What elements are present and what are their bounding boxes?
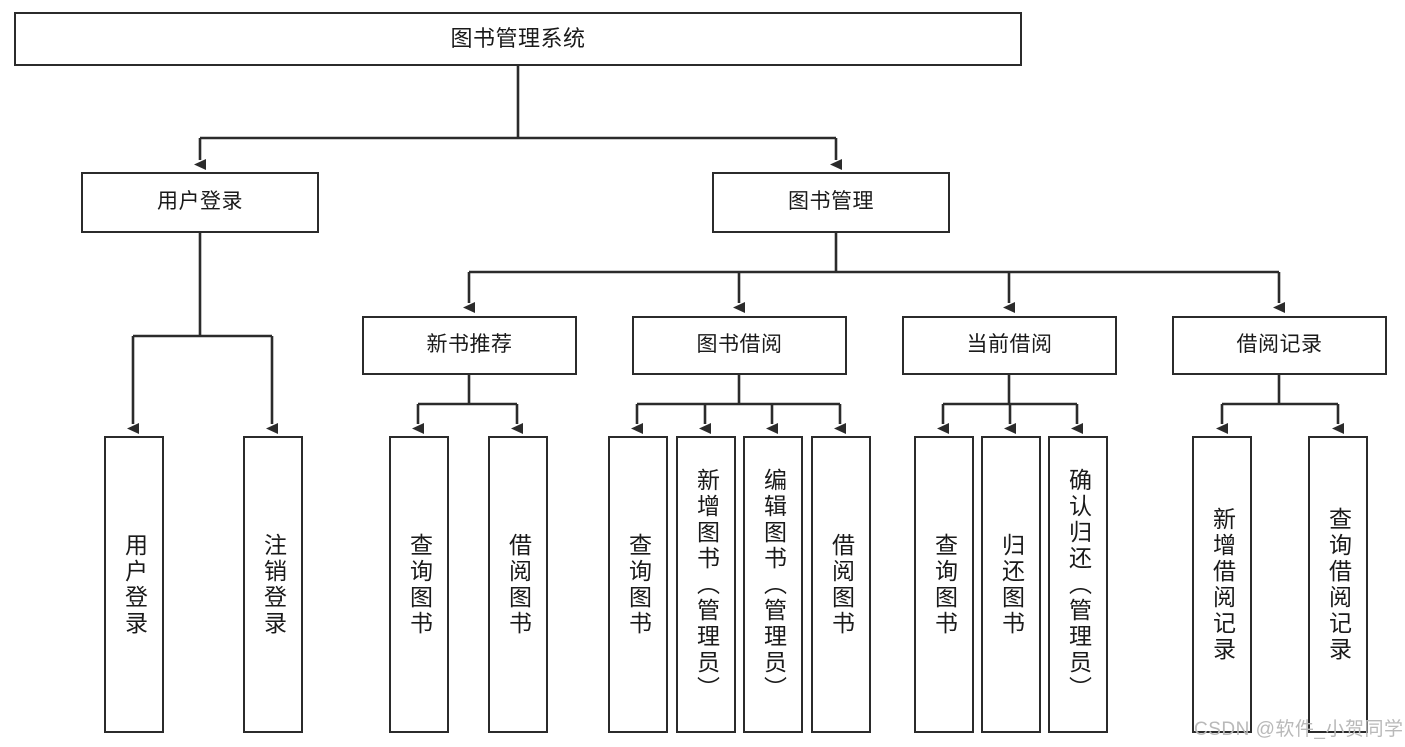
node-leaf-logout-label: 注销登录 <box>260 532 287 637</box>
node-leaf-edit-book-label: 编辑图书（管理员） <box>760 467 787 702</box>
node-leaf-borrow-book-2-label: 借阅图书 <box>828 532 855 637</box>
node-leaf-add-record[interactable]: 新增借阅记录 <box>1192 436 1252 733</box>
node-root[interactable]: 图书管理系统 <box>14 12 1022 66</box>
node-leaf-edit-book[interactable]: 编辑图书（管理员） <box>743 436 803 733</box>
node-new-book-recommend[interactable]: 新书推荐 <box>362 316 577 375</box>
node-leaf-query-book-3[interactable]: 查询图书 <box>914 436 974 733</box>
node-book-borrow-label: 图书借阅 <box>696 333 783 357</box>
node-leaf-add-book[interactable]: 新增图书（管理员） <box>676 436 736 733</box>
node-leaf-add-record-label: 新增借阅记录 <box>1209 506 1236 663</box>
node-new-book-recommend-label: 新书推荐 <box>426 333 513 357</box>
node-leaf-query-book-3-label: 查询图书 <box>931 532 958 637</box>
node-book-manage-label: 图书管理 <box>788 190 874 214</box>
node-leaf-query-book-2-label: 查询图书 <box>625 532 652 637</box>
node-root-label: 图书管理系统 <box>450 26 586 52</box>
node-leaf-user-login[interactable]: 用户登录 <box>104 436 164 733</box>
node-book-borrow[interactable]: 图书借阅 <box>632 316 847 375</box>
node-leaf-return-book[interactable]: 归还图书 <box>981 436 1041 733</box>
node-leaf-return-book-label: 归还图书 <box>998 532 1025 637</box>
node-leaf-query-record[interactable]: 查询借阅记录 <box>1308 436 1368 733</box>
node-leaf-confirm-return[interactable]: 确认归还（管理员） <box>1048 436 1108 733</box>
node-user-login-label: 用户登录 <box>157 190 243 214</box>
node-leaf-borrow-book-2[interactable]: 借阅图书 <box>811 436 871 733</box>
watermark: CSDN @软件_小贺同学 <box>1194 719 1404 740</box>
node-user-login[interactable]: 用户登录 <box>81 172 319 233</box>
node-current-borrow[interactable]: 当前借阅 <box>902 316 1117 375</box>
node-leaf-borrow-book-1[interactable]: 借阅图书 <box>488 436 548 733</box>
node-current-borrow-label: 当前借阅 <box>966 333 1053 357</box>
node-leaf-borrow-book-1-label: 借阅图书 <box>505 532 532 637</box>
node-leaf-confirm-return-label: 确认归还（管理员） <box>1065 467 1092 702</box>
node-borrow-record-label: 借阅记录 <box>1236 333 1323 357</box>
node-leaf-query-record-label: 查询借阅记录 <box>1325 506 1352 663</box>
node-leaf-query-book-1[interactable]: 查询图书 <box>389 436 449 733</box>
node-leaf-query-book-1-label: 查询图书 <box>406 532 433 637</box>
node-borrow-record[interactable]: 借阅记录 <box>1172 316 1387 375</box>
node-leaf-add-book-label: 新增图书（管理员） <box>693 467 720 702</box>
node-book-manage[interactable]: 图书管理 <box>712 172 950 233</box>
node-leaf-query-book-2[interactable]: 查询图书 <box>608 436 668 733</box>
node-leaf-user-login-label: 用户登录 <box>121 532 148 637</box>
node-leaf-logout[interactable]: 注销登录 <box>243 436 303 733</box>
